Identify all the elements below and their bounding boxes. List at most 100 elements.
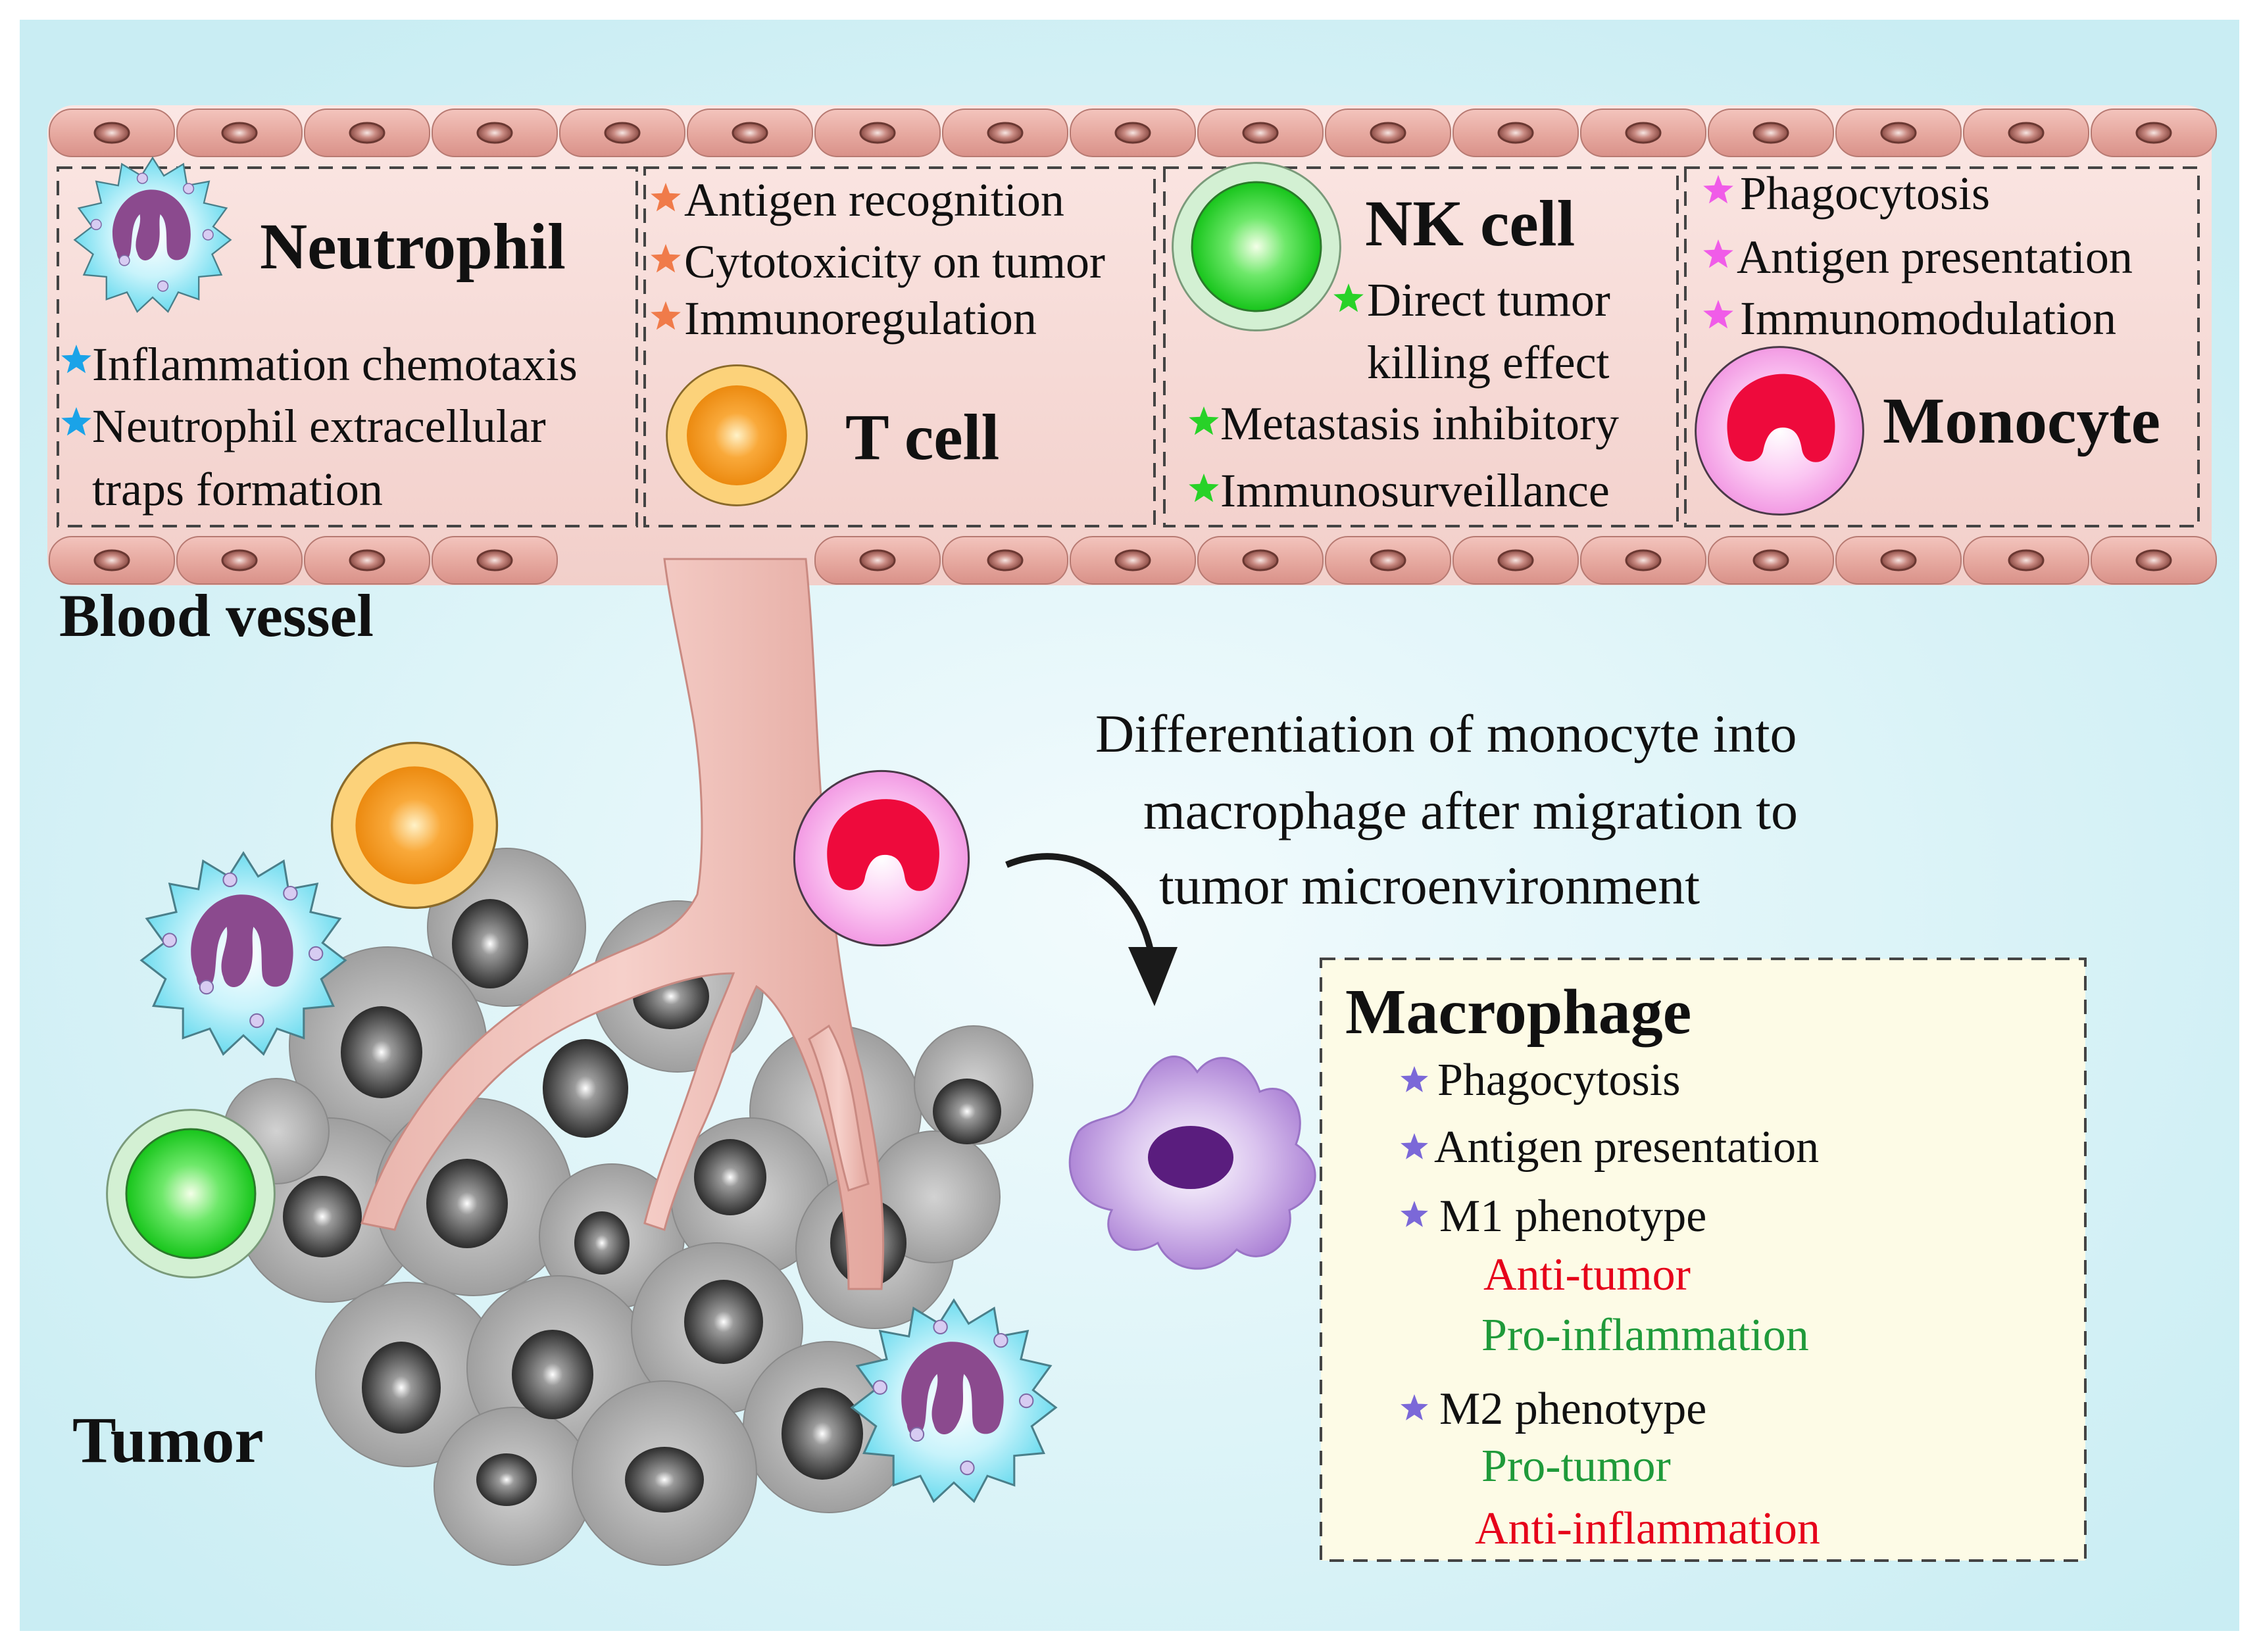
t-cell-function-2: Cytotoxicity on tumor [684,235,1105,288]
endothelial-cell [1452,536,1579,585]
star-bullet-icon [1703,300,1733,329]
macrophage-m1-pro-inflammation: Pro-inflammation [1481,1310,1809,1361]
differentiation-note-line-3: tumor microenvironment [1159,856,1700,915]
tumor-nucleus [283,1176,362,1257]
t-cell-title: T cell [845,401,1000,474]
neutrophil-function-2: Neutrophil extracellular [92,400,546,452]
macrophage-m1-anti-tumor: Anti-tumor [1483,1250,1691,1300]
tumor-nucleus [574,1211,630,1275]
endothelial-cell [1963,536,2089,585]
blood-vessel-graphic [47,105,2217,585]
tumor-nucleus [933,1079,1001,1144]
tumor-nucleus [362,1342,441,1434]
tumor-label: Tumor [72,1403,264,1476]
nk-cell-function-2: Metastasis inhibitory [1220,397,1619,450]
star-bullet-icon [61,345,91,374]
macrophage-title: Macrophage [1345,977,1692,1048]
macrophage-box [1320,958,2087,1562]
tumor-graphic [223,848,1033,1566]
macrophage-m2: M2 phenotype [1439,1384,1707,1434]
neutrophil-function-1: Inflammation chemotaxis [92,338,578,391]
blood-vessel-label: Blood vessel [59,582,374,649]
endothelial-cell [814,109,941,157]
monocyte-function-2: Antigen presentation [1737,231,2133,283]
monocyte-icon [793,769,970,947]
endothelial-cell [2091,536,2217,585]
star-bullet-icon [651,183,681,212]
differentiation-note-line-2: macrophage after migration to [1143,781,1798,840]
endothelial-cell [942,536,1068,585]
star-bullet-icon [1333,283,1364,312]
endothelial-cell [304,536,430,585]
endothelial-cell [1197,109,1324,157]
monocyte-title: Monocyte [1883,384,2161,457]
monocyte-icon [1695,346,1864,516]
tumor-nucleus [341,1006,422,1098]
nk-cell-title: NK cell [1365,187,1576,260]
endothelial-cell [559,109,685,157]
star-bullet-icon [651,244,681,273]
nk-cell-box [1163,166,1679,527]
endothelial-cell [1580,536,1706,585]
nk-cell-icon [1172,162,1341,331]
endothelial-cell [1835,536,1962,585]
endothelial-cell [1197,536,1324,585]
tumor-nucleus [782,1388,863,1480]
nk-cell-icon [106,1109,276,1278]
endothelial-cell [687,109,813,157]
monocyte-function-3: Immunomodulation [1740,292,2116,345]
endothelial-cell [1070,536,1196,585]
nk-cell-function-1: Direct tumor [1367,274,1610,326]
monocyte-function-1: Phagocytosis [1740,167,1991,220]
endothelial-cell [942,109,1068,157]
endothelial-cell [1325,109,1451,157]
endothelial-cell [432,536,558,585]
monocyte-box [1684,166,2200,527]
star-bullet-icon [1703,175,1733,204]
star-bullet-icon [1189,474,1219,502]
differentiation-note-line-1: Differentiation of monocyte into [1095,704,1797,764]
star-bullet-icon [1401,1066,1428,1092]
star-bullet-icon [1189,406,1219,435]
tumor-nucleus [426,1159,508,1248]
endothelial-cell [2091,109,2217,157]
neutrophil-title: Neutrophil [260,210,566,283]
endothelial-cell [1325,536,1451,585]
star-bullet-icon [651,301,681,330]
endothelial-cell [1070,109,1196,157]
endothelial-cell [1708,536,1834,585]
differentiation-arrow [1005,853,1178,1006]
t-cell-icon [666,364,808,506]
tumor-nucleus [476,1453,537,1506]
star-bullet-icon [1401,1201,1428,1227]
endothelial-cell [176,109,303,157]
vessel-branch [360,558,885,1290]
endothelial-cell [304,109,430,157]
neutrophil-function-2-cont: traps formation [92,463,383,516]
macrophage-m1: M1 phenotype [1439,1191,1707,1242]
star-bullet-icon [61,407,91,436]
t-cell-function-1: Antigen recognition [684,174,1064,226]
tumor-nucleus [625,1447,704,1513]
t-cell-function-3: Immunoregulation [684,292,1037,345]
tumor-nucleus [543,1039,628,1138]
t-cell-icon [330,741,499,910]
tumor-nucleus [684,1280,763,1364]
endothelial-cell [1708,109,1834,157]
tumor-nucleus [512,1330,593,1419]
endothelial-cell [49,536,175,585]
nk-cell-function-1-cont: killing effect [1367,336,1610,389]
endothelial-cell [432,109,558,157]
endothelial-cell [49,109,175,157]
macrophage-icon [1068,1056,1316,1270]
endothelial-cell [1835,109,1962,157]
star-bullet-icon [1401,1394,1428,1421]
neutrophil-box [57,166,638,527]
star-bullet-icon [1703,239,1733,268]
tumor-nucleus [452,899,528,988]
endothelial-cell [1580,109,1706,157]
endothelial-cell [1963,109,2089,157]
macrophage-m2-pro-tumor: Pro-tumor [1481,1441,1671,1492]
